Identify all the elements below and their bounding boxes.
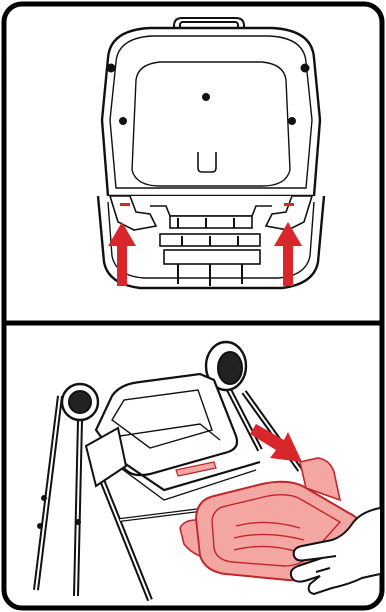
top-panel bbox=[98, 18, 324, 288]
